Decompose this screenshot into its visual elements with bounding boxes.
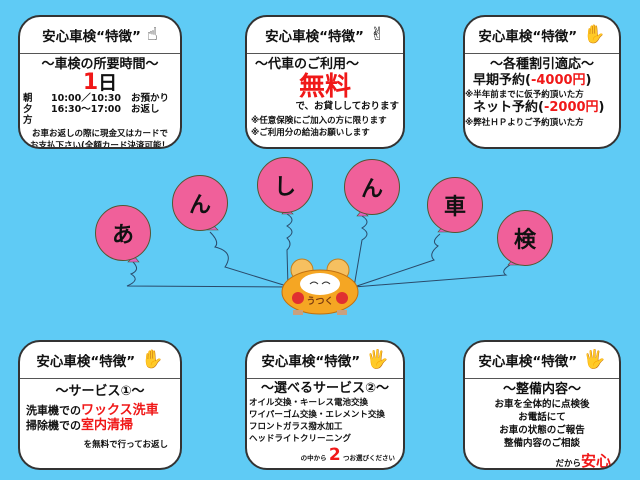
card-title: 安心車検“特徴”	[261, 354, 361, 370]
four-fingers-hand-icon: ✋	[141, 349, 164, 370]
duration-number: 1	[82, 69, 99, 95]
free-highlight: 無料	[298, 71, 351, 102]
service-text: 掃除機での	[26, 419, 81, 433]
balloon: 車	[427, 177, 483, 233]
row-label: 夕方	[23, 103, 33, 127]
card-line: で、お貸ししております	[295, 100, 399, 112]
discount-note: ※半年前までに仮予約頂いた方	[465, 90, 584, 101]
service-item: オイル交換・キーレス電池交換	[249, 397, 369, 408]
card-footer: を無料で行ってお返し	[83, 439, 168, 450]
card-title: 安心車検“特徴”	[478, 354, 578, 370]
row-label: 朝	[23, 92, 33, 104]
row-time: 10:00／10:30	[51, 92, 121, 104]
discount-value: -2000円	[543, 100, 599, 116]
feature-card-service-2: 安心車検“特徴” 🖐 〜選べるサービス②〜 オイル交換・キーレス電池交換 ワイパー…	[245, 340, 405, 470]
discount-note: ※弊社ＨＰよりご予約頂いた方	[465, 117, 584, 128]
card-note: お車お返しの際に現金又はカードで	[31, 128, 168, 139]
service-highlight: 室内清掃	[81, 418, 134, 434]
card-title: 安心車検“特徴”	[36, 354, 136, 370]
card-title: 安心車検“特徴”	[265, 29, 364, 45]
feature-card-service-1: 安心車検“特徴”✋ 〜サービス①〜 洗車機でのワックス洗車 掃除機での室内清掃 …	[18, 340, 182, 470]
card-heading: 〜整備内容〜	[502, 382, 581, 397]
row-time: 16:30〜17:00	[51, 103, 121, 115]
footer-text: の中から	[300, 453, 327, 462]
maintenance-line: お車を全体的に点検後	[494, 398, 590, 410]
service-item: ワイパーゴム交換・エレメント交換	[249, 409, 385, 420]
row-action: お返し	[130, 103, 160, 115]
card-note: お支払下さい(全額カード決済可能！	[30, 140, 170, 149]
maintenance-line: 整備内容のご相談	[503, 437, 580, 449]
three-fingers-hand-icon: ✋	[583, 24, 606, 45]
duration-unit: 日	[98, 71, 118, 94]
card-heading: 〜車検の所要時間〜	[41, 57, 159, 72]
card-heading: 〜代車のご利用〜	[255, 57, 360, 72]
mascot-car: うつく	[281, 258, 359, 315]
footer-text: だから	[555, 458, 581, 469]
discount-label: 早期予約(	[473, 72, 531, 88]
feature-card-maintenance: 安心車検“特徴” 🖐 〜整備内容〜 お車を全体的に点検後 お電話にて お車の状態の…	[463, 340, 621, 470]
paren: )	[598, 100, 605, 116]
card-title: 安心車検“特徴”	[42, 29, 141, 45]
service-item: ヘッドライトクリーニング	[249, 433, 352, 444]
paren: )	[585, 72, 592, 88]
balloon: ん	[344, 159, 400, 215]
discount-label: ネット予約(	[473, 100, 544, 116]
service-highlight: ワックス洗車	[81, 402, 159, 418]
mascot-lettering: うつく	[306, 296, 333, 307]
footer-text: つお選びください	[343, 453, 395, 462]
maintenance-line: お車の状態のご報告	[499, 424, 585, 436]
card-heading: 〜各種割引適応〜	[489, 57, 594, 72]
card-heading: 〜選べるサービス②〜	[260, 381, 389, 396]
maintenance-line: お電話にて	[518, 411, 566, 423]
peace-hand-icon: ✌	[369, 24, 385, 45]
choice-count: 2	[328, 444, 341, 465]
balloon: ん	[172, 175, 228, 231]
service-text: 洗車機での	[26, 403, 81, 417]
balloon: し	[257, 157, 313, 213]
card-heading: 〜サービス①〜	[55, 384, 145, 399]
discount-value: -4000円	[530, 72, 586, 88]
balloon: 検	[497, 210, 553, 266]
feature-card-discounts: 安心車検“特徴” ✋ 〜各種割引適応〜 早期予約(-4000円) ※半年前までに仮…	[463, 15, 621, 149]
pointing-five-fingers-hand-icon: 🖐	[583, 349, 606, 370]
balloon: あ	[95, 205, 151, 261]
card-note: ※ご利用分の給油お願いします	[251, 127, 370, 138]
card-note: ※任意保険にご加入の方に限ります	[251, 115, 387, 126]
feature-card-loaner-car: 安心車検“特徴” ✌ 〜代車のご利用〜 無料 で、お貸ししております ※任意保険に…	[245, 15, 405, 149]
anshin-highlight: 安心	[580, 451, 611, 470]
service-item: フロントガラス撥水加工	[249, 421, 343, 432]
card-title: 安心車検“特徴”	[478, 29, 578, 45]
row-action: お預かり	[130, 92, 169, 104]
pointing-hand-icon: ☝	[146, 24, 158, 45]
five-fingers-hand-icon: 🖐	[366, 349, 389, 370]
